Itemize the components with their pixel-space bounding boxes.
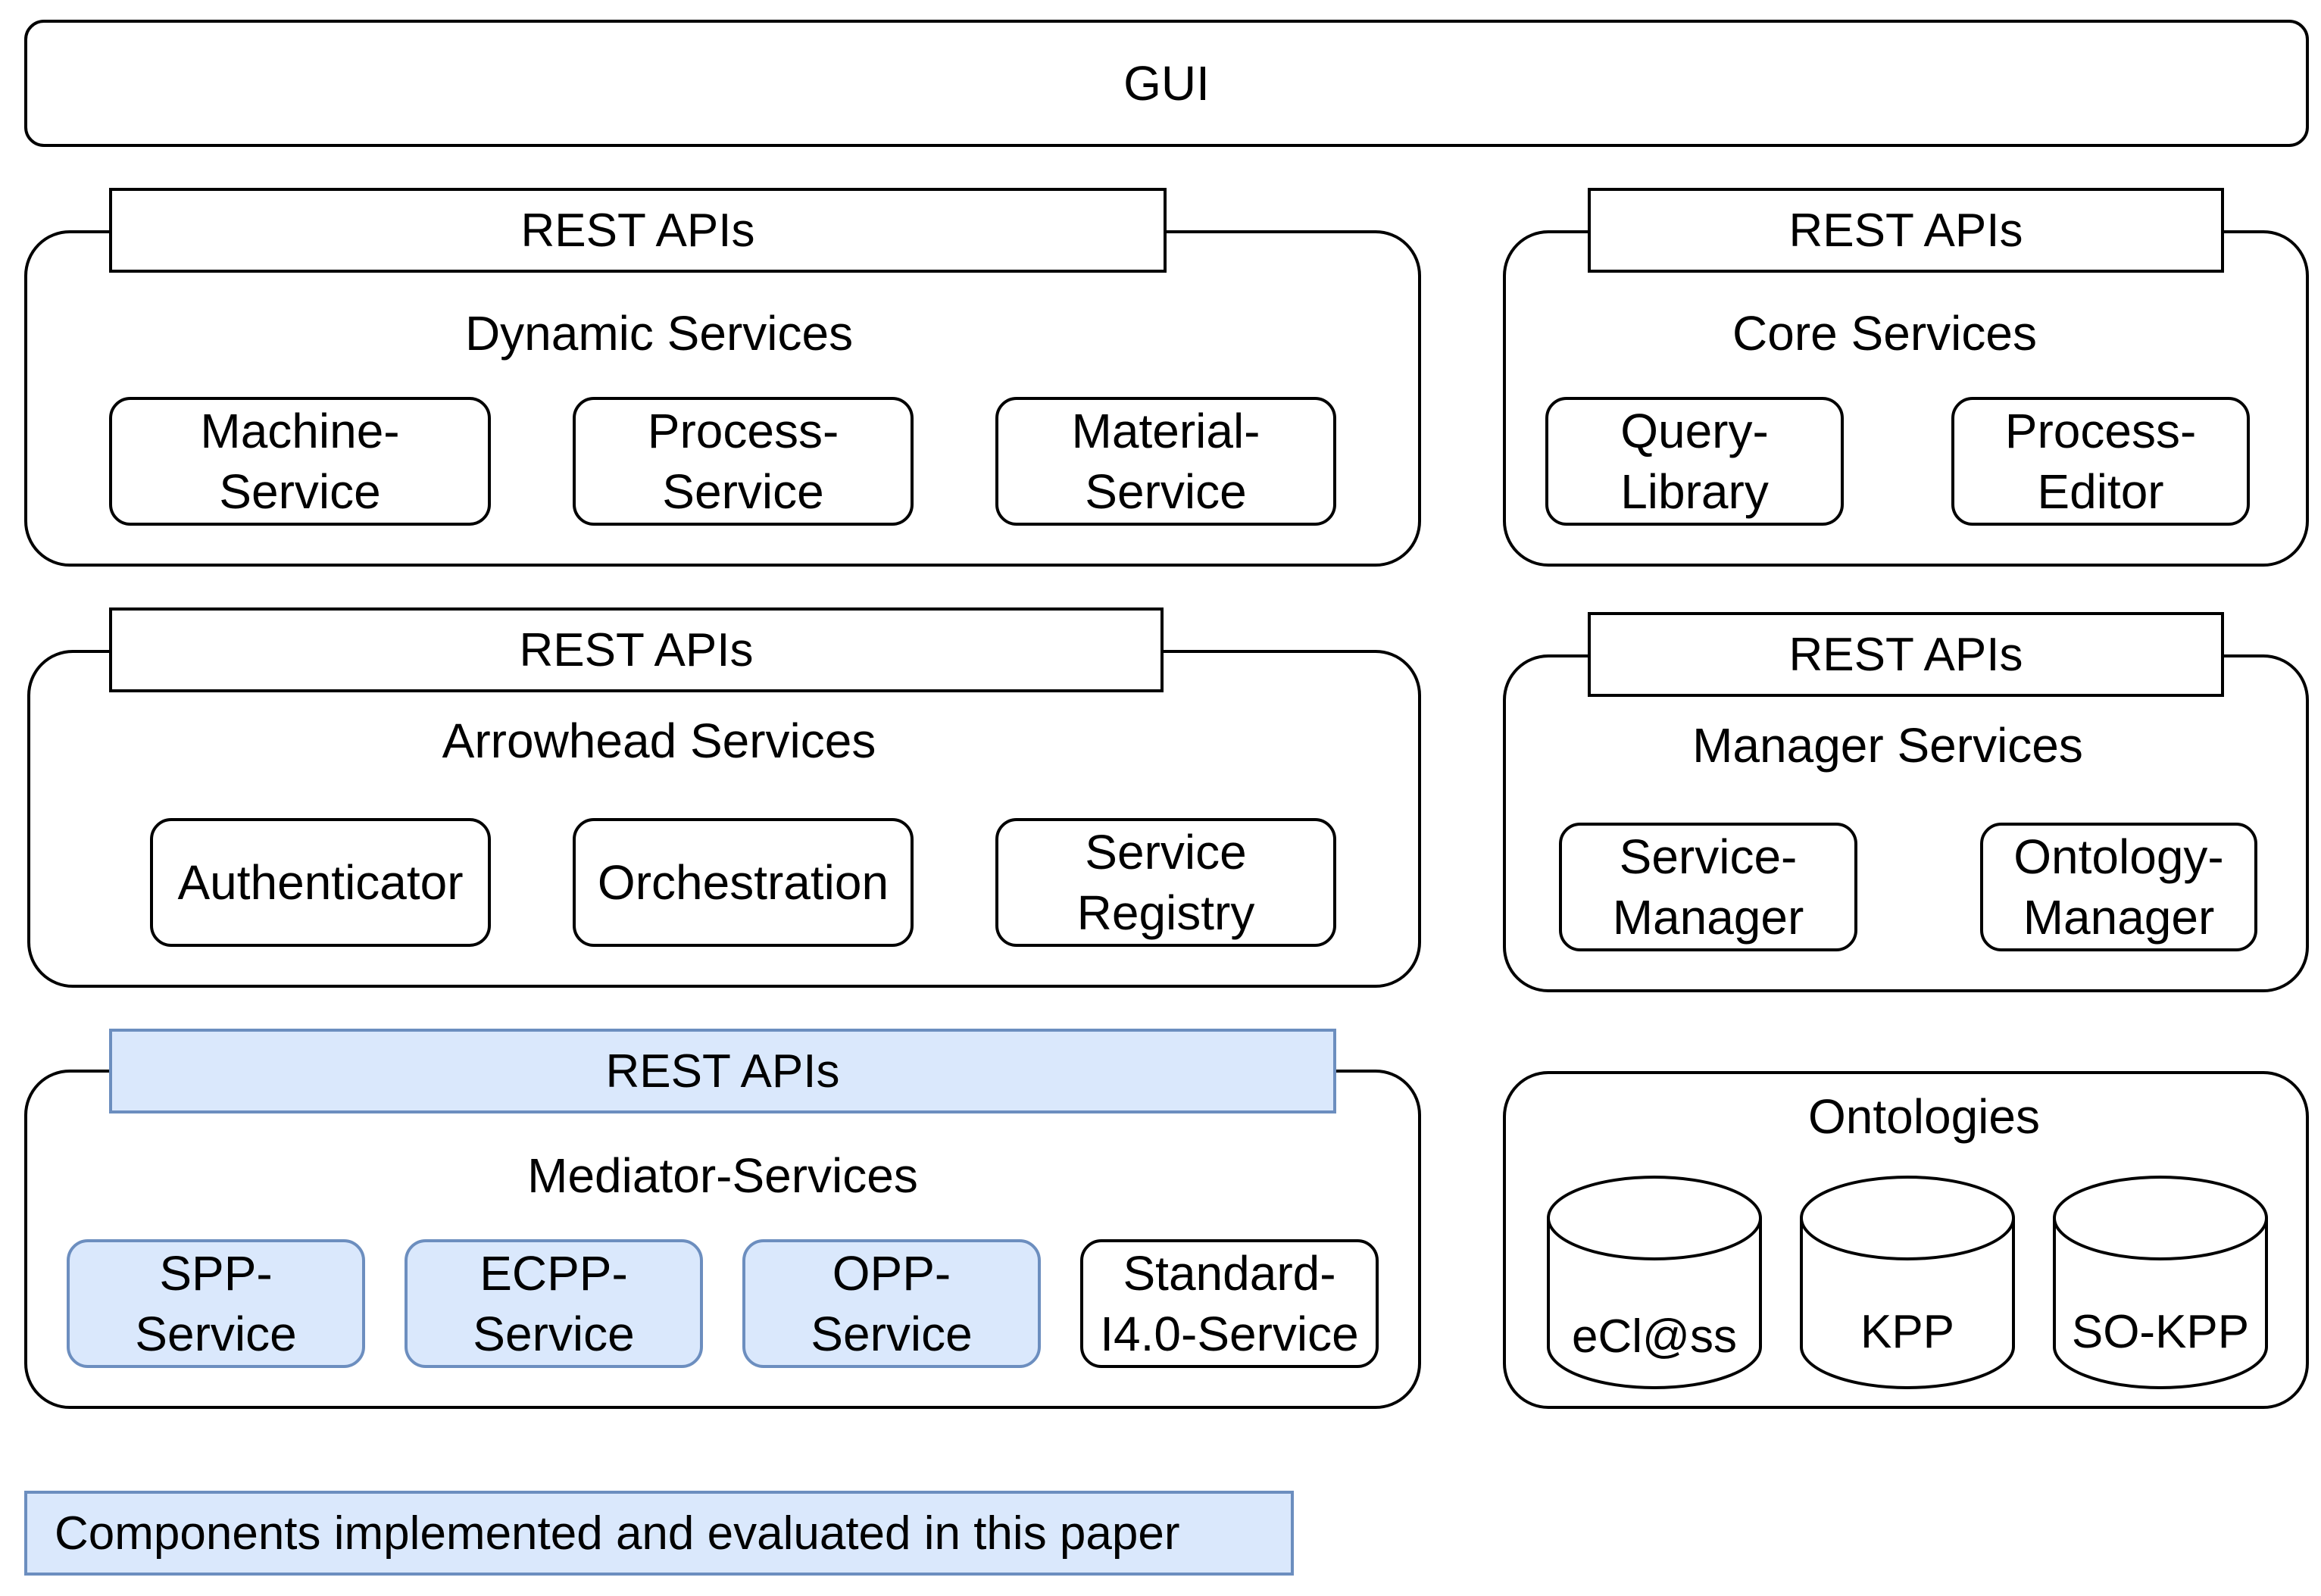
authenticator-line1: Authenticator [177,855,464,910]
orchestration-service: Orchestration [573,818,914,947]
spp-service: SPP- Service [67,1239,365,1368]
ecpp-service-line1: ECPP- [480,1246,628,1301]
dynamic-services-api-label: REST APIs [520,204,755,257]
process-service-line2: Service [662,464,824,519]
spp-service-line1: SPP- [159,1246,273,1301]
standard-i40-service: Standard- I4.0-Service [1080,1239,1379,1368]
process-editor-line2: Editor [2037,464,2164,519]
ecpp-service: ECPP- Service [405,1239,703,1368]
manager-services-api-label: REST APIs [1788,628,2023,681]
authenticator-service: Authenticator [150,818,491,947]
material-service: Material- Service [995,397,1336,526]
ontology-manager: Ontology- Manager [1980,823,2257,951]
so-kpp-label: SO-KPP [2071,1305,2250,1358]
opp-service-line2: Service [811,1307,973,1361]
ecpp-service-line2: Service [473,1307,635,1361]
mediator-services-rest-api: REST APIs [109,1029,1336,1113]
mediator-services-api-label: REST APIs [605,1045,840,1098]
dynamic-services-title: Dynamic Services [464,306,854,361]
machine-service: Machine- Service [109,397,491,526]
standard-i40-service-line1: Standard- [1123,1246,1336,1301]
eclass-database-icon [1547,1176,1762,1389]
service-registry-line1: Service [1085,825,1247,879]
opp-service-line1: OPP- [832,1246,951,1301]
machine-service-line2: Service [219,464,381,519]
manager-services-title: Manager Services [1692,718,2083,773]
legend-implemented-components: Components implemented and evaluated in … [24,1491,1294,1576]
arrowhead-services-rest-api: REST APIs [109,607,1164,692]
service-registry: Service Registry [995,818,1336,947]
arrowhead-services-api-label: REST APIs [519,623,754,676]
material-service-line2: Service [1085,464,1247,519]
service-manager-line2: Manager [1612,890,1804,945]
core-services-api-label: REST APIs [1788,204,2023,257]
gui-label: GUI [1123,56,1210,111]
process-service-line1: Process- [647,404,839,458]
material-service-line1: Material- [1071,404,1260,458]
standard-i40-service-line2: I4.0-Service [1100,1307,1359,1361]
process-service: Process- Service [573,397,914,526]
ontologies-title: Ontologies [1808,1089,2040,1144]
core-services-rest-api: REST APIs [1588,188,2224,273]
service-manager: Service- Manager [1559,823,1857,951]
arrowhead-services-title: Arrowhead Services [442,714,876,768]
orchestration-line1: Orchestration [597,855,889,910]
so-kpp-database-icon [2053,1176,2268,1389]
query-library: Query- Library [1545,397,1844,526]
dynamic-services-rest-api: REST APIs [109,188,1167,273]
mediator-services-title: Mediator-Services [527,1148,918,1203]
manager-services-rest-api: REST APIs [1588,612,2224,697]
service-manager-line1: Service- [1619,829,1798,884]
ontology-manager-line1: Ontology- [2013,829,2224,884]
kpp-label: KPP [1860,1305,1955,1358]
machine-service-line1: Machine- [200,404,400,458]
kpp-database-icon [1800,1176,2015,1389]
eclass-label: eCl@ss [1572,1310,1737,1363]
query-library-line2: Library [1620,464,1769,519]
gui-layer: GUI [24,20,2309,147]
ontology-manager-line2: Manager [2023,890,2215,945]
legend-label: Components implemented and evaluated in … [55,1507,1180,1560]
opp-service: OPP- Service [742,1239,1041,1368]
spp-service-line2: Service [135,1307,297,1361]
process-editor: Process- Editor [1951,397,2250,526]
service-registry-line2: Registry [1076,885,1255,940]
process-editor-line1: Process- [2004,404,2197,458]
core-services-title: Core Services [1732,306,2037,361]
query-library-line1: Query- [1620,404,1769,458]
